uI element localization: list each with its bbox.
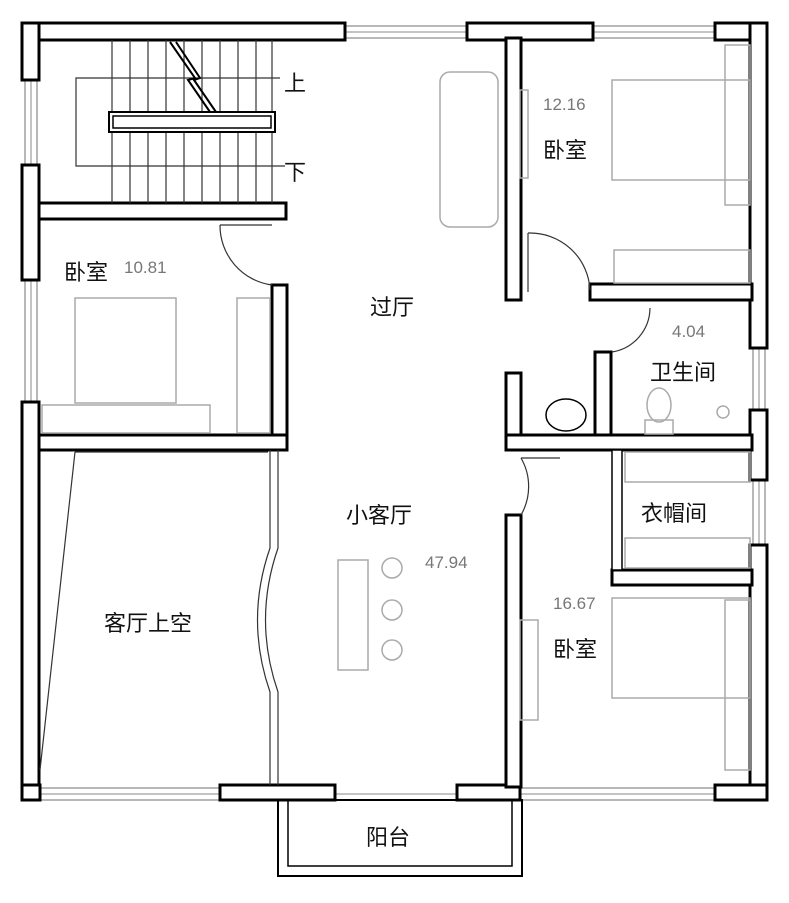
balcony-rail [277,799,523,877]
windows [24,25,766,801]
room-name-living-void: 客厅上空 [104,612,193,637]
room-area-bathroom: 4.04 [672,322,706,341]
void-outline [39,450,279,785]
room-name-bedroom-1: 卧室 [64,261,109,286]
room-area-bedroom-2: 12.16 [543,95,586,114]
room-name-bedroom-3: 卧室 [553,638,598,663]
furniture [41,44,751,771]
room-name-small-living: 小客厅 [346,504,413,529]
room-name-bathroom: 卫生间 [650,361,717,386]
room-name-balcony: 阳台 [366,826,411,851]
staircase[interactable] [75,40,285,203]
stair-up-label: 上 [284,72,307,97]
stair-down-label: 下 [284,161,307,186]
walls [20,21,769,802]
room-area-bedroom-3: 16.67 [553,594,596,613]
doors[interactable] [219,224,651,516]
room-name-closet: 衣帽间 [641,502,708,527]
room-name-bedroom-2: 卧室 [543,139,588,164]
room-area-bedroom-1: 10.81 [124,258,167,277]
room-name-hall: 过厅 [370,296,415,321]
room-area-small-living: 47.94 [425,553,468,572]
